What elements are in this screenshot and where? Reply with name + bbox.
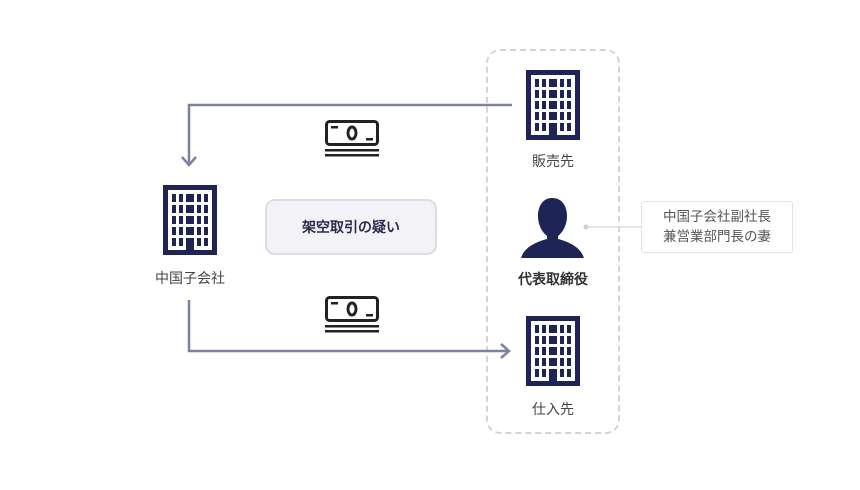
note-line-2: 兼営業部門長の妻 bbox=[663, 229, 771, 245]
representative-director-label: 代表取締役 bbox=[518, 272, 588, 288]
building-icon bbox=[526, 70, 580, 140]
supplier-label: 仕入先 bbox=[532, 402, 574, 418]
building-icon bbox=[526, 316, 580, 386]
money-icon bbox=[325, 120, 379, 157]
arrow-seller-to-subsidiary bbox=[181, 103, 512, 167]
building-icon bbox=[163, 185, 217, 255]
related-parties-group bbox=[486, 49, 620, 434]
note-line-1: 中国子会社副社長 bbox=[663, 209, 771, 225]
seller-label: 販売先 bbox=[532, 154, 574, 170]
arrow-subsidiary-to-supplier bbox=[187, 300, 511, 359]
person-icon bbox=[521, 198, 584, 258]
china-subsidiary-label: 中国子会社 bbox=[155, 271, 225, 287]
relationship-note: 中国子会社副社長 兼営業部門長の妻 bbox=[641, 201, 793, 253]
fictitious-transaction-badge: 架空取引の疑い bbox=[265, 199, 437, 255]
note-connector bbox=[583, 224, 641, 230]
money-icon bbox=[325, 296, 379, 333]
fictitious-transaction-label: 架空取引の疑い bbox=[302, 220, 400, 236]
